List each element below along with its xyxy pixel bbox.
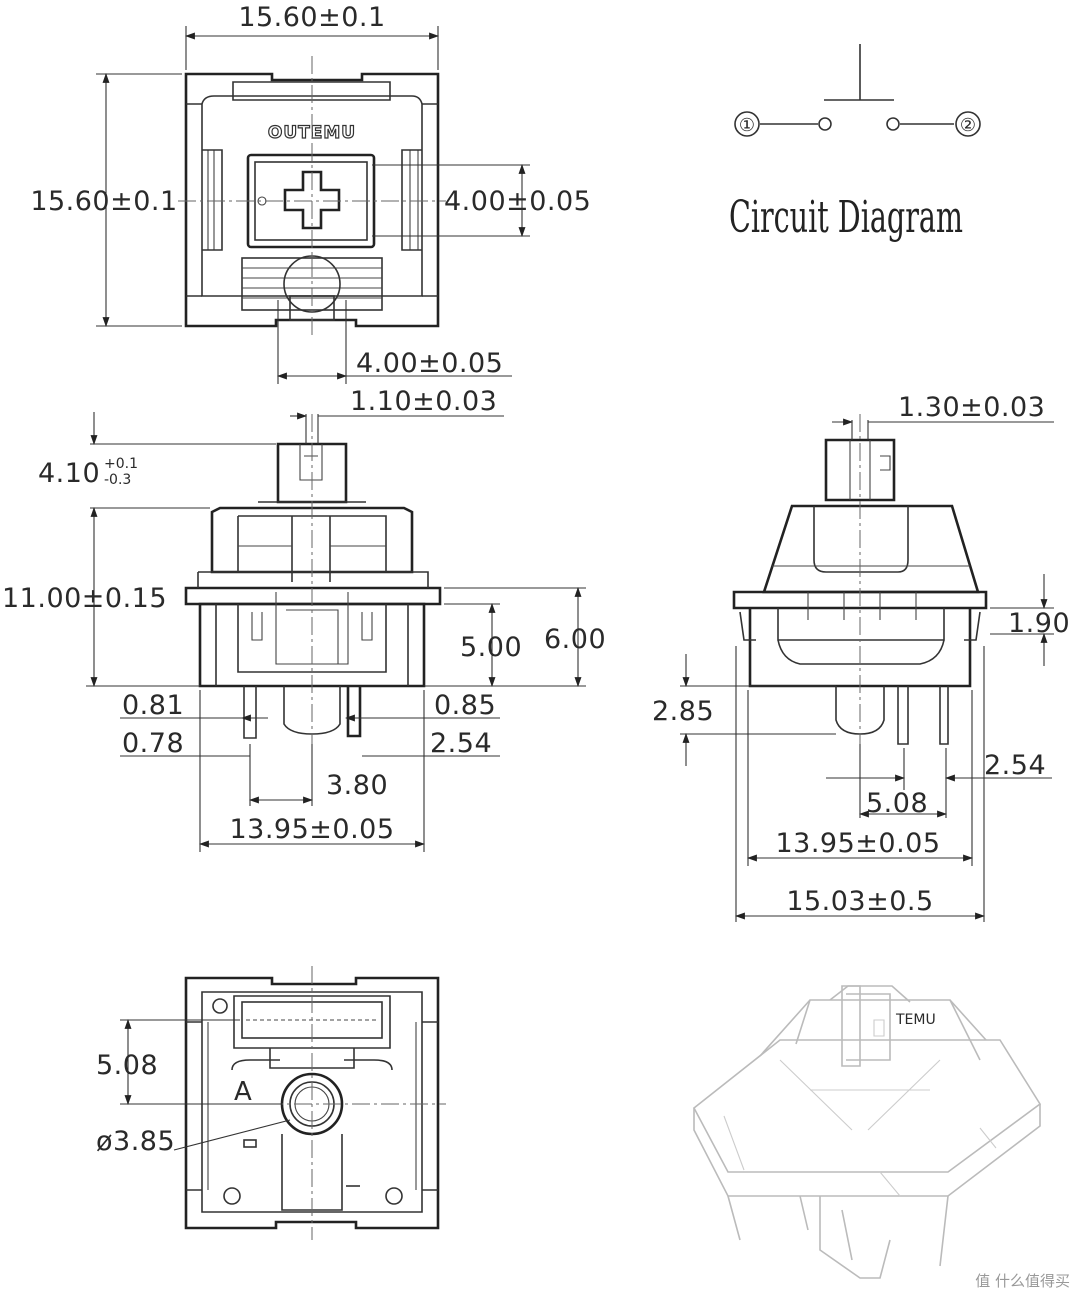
stem-height-dim: 4.00±0.05 (444, 186, 591, 217)
circuit-caption: Circuit Diagram (729, 192, 963, 243)
side-pin-spacing-dim: 5.08 (866, 788, 928, 819)
terminal-1-label: ① (739, 115, 755, 136)
led-offset-dim: 5.08 (96, 1050, 158, 1081)
top-view: OUTEMU 15.60±0.1 15.60±0.1 4.00±0.05 4.0… (30, 2, 591, 384)
side-stem-thickness-dim: 1.30±0.03 (898, 392, 1045, 423)
front-body-width-dim: 13.95±0.05 (229, 814, 394, 845)
side-view: 1.30±0.03 1.90 2.85 2.54 5.08 13.95±0.05… (652, 392, 1070, 922)
side-pin-offset-dim: 2.54 (984, 750, 1046, 781)
pin-offset-dim: 2.54 (430, 728, 492, 759)
stem-travel-tol-plus: +0.1 (104, 456, 138, 472)
watermark: 值 什么值得买 (975, 1272, 1070, 1290)
brand-logo-text: OUTEMU (268, 123, 356, 143)
front-stem-thickness-dim: 1.10±0.03 (350, 386, 497, 417)
flange-width-dim: 15.03±0.5 (786, 886, 933, 917)
circuit-diagram: ① ② Circuit Diagram (729, 44, 981, 243)
switch-3d-illustration: TEMU (692, 985, 1042, 1279)
body-height-low-dim: 5.00 (460, 632, 522, 663)
stem-travel-dim: 4.10 (38, 458, 100, 489)
hole-diameter-dim: ø3.85 (96, 1126, 175, 1157)
front-view: 1.10±0.03 4.10 +0.1 -0.3 11.00±0.15 5.00… (2, 386, 606, 852)
side-body-width-dim: 13.95±0.05 (775, 828, 940, 859)
pin-left-b-dim: 0.78 (122, 728, 184, 759)
stem-travel-tol-minus: -0.3 (104, 472, 131, 488)
total-height-dim: 11.00±0.15 (2, 583, 167, 614)
clip-height-dim: 1.90 (1008, 608, 1070, 639)
post-height-dim: 2.85 (652, 696, 714, 727)
pin-right-a-dim: 0.85 (434, 690, 496, 721)
bottom-view: A 5.08 ø3.85 (96, 966, 446, 1240)
render-brand-text: TEMU (895, 1012, 936, 1028)
terminal-2-label: ② (960, 115, 976, 136)
stem-width-dim: 4.00±0.05 (356, 348, 503, 379)
pin-spacing-dim: 3.80 (326, 770, 388, 801)
pin-left-a-dim: 0.81 (122, 690, 184, 721)
top-width-dim: 15.60±0.1 (238, 2, 385, 33)
body-height-high-dim: 6.00 (544, 624, 606, 655)
side-mark-a: A (234, 1077, 252, 1107)
top-height-dim: 15.60±0.1 (30, 186, 177, 217)
